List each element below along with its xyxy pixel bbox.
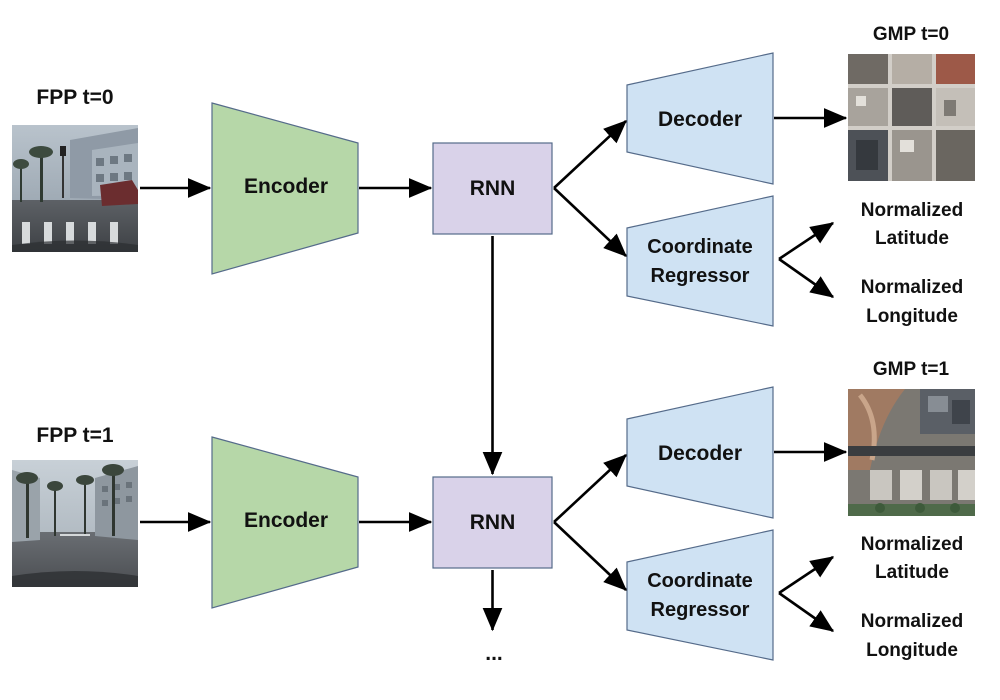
aerial-map-t0 [848,54,975,181]
longitude-label-line2-t1: Longitude [866,640,958,661]
latitude-label-line1-t1: Normalized [861,534,963,555]
arrow-regressor-to-longitude-t0 [778,257,835,299]
latitude-label-line2-t1: Latitude [875,562,949,583]
arrow-rnn-to-regressor-t0 [553,187,627,257]
rnn-block-t0 [432,142,553,235]
longitude-label-line1-t1: Normalized [861,611,963,632]
encoder-label-t1: Encoder [244,509,328,532]
rnn-label-t1: RNN [470,511,516,534]
regressor-block-t0 [626,195,774,327]
row-t1: FPP t=1 Encoder [12,359,975,661]
decoder-label-t0: Decoder [658,108,742,131]
arrow-rnn-to-decoder-t1 [553,454,627,523]
first-person-photo-t1 [12,460,138,587]
input-label-t0: FPP t=0 [36,86,113,109]
latitude-label-line1-t0: Normalized [861,200,963,221]
encoder-block-t0 [211,102,359,275]
rnn-label-t0: RNN [470,177,516,200]
regressor-block-t1 [626,529,774,661]
first-person-photo-t0 [12,125,138,252]
decoder-label-t1: Decoder [658,442,742,465]
regressor-label-line2-t0: Regressor [651,265,750,287]
rnn-block-t1 [432,476,553,569]
regressor-label-line1-t1: Coordinate [647,570,753,592]
encoder-block-t1 [211,436,359,609]
decoder-block-t0 [626,52,774,185]
aerial-map-t1 [848,389,975,516]
regressor-label-line1-t0: Coordinate [647,236,753,258]
arrow-rnn-to-regressor-t1 [553,521,627,591]
latitude-label-line2-t0: Latitude [875,228,949,249]
map-label-t0: GMP t=0 [873,24,949,45]
regressor-label-line2-t1: Regressor [651,599,750,621]
continuation-ellipsis: ... [485,642,503,665]
longitude-label-line1-t0: Normalized [861,277,963,298]
longitude-label-line2-t0: Longitude [866,306,958,327]
arrow-regressor-to-latitude-t1 [778,555,835,595]
input-label-t1: FPP t=1 [36,424,114,447]
arrow-regressor-to-latitude-t0 [778,221,835,261]
arrow-rnn-to-decoder-t0 [553,120,627,189]
row-t0: FPP t=0 [12,24,975,327]
decoder-block-t1 [626,386,774,519]
encoder-label-t0: Encoder [244,175,328,198]
map-label-t1: GMP t=1 [873,359,950,380]
arrow-regressor-to-longitude-t1 [778,591,835,633]
